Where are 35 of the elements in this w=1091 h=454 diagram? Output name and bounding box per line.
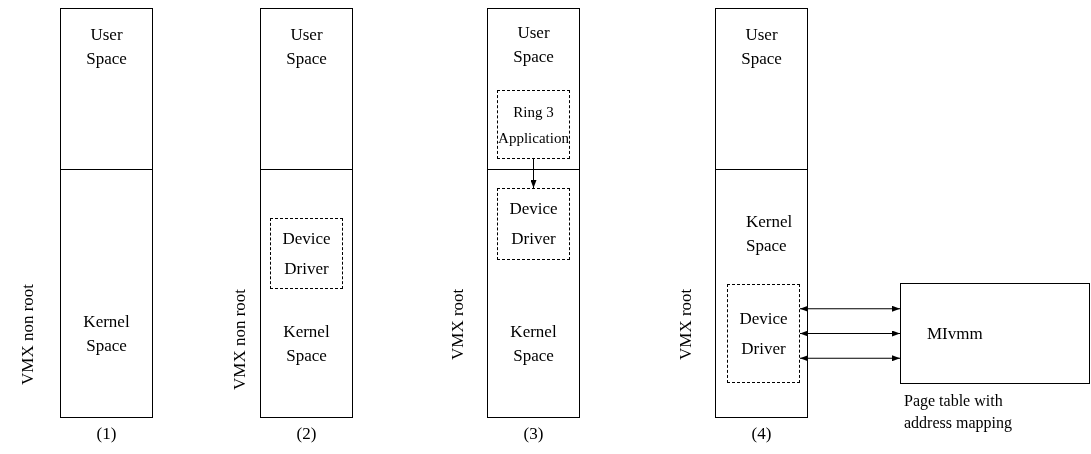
module-label: MIvmm (927, 322, 983, 345)
region-label: Kernel Space (746, 211, 794, 257)
column-number: (4) (750, 424, 773, 444)
component-label: Device Driver (281, 227, 332, 280)
component-label: Device Driver (508, 198, 559, 250)
column-label: VMX root (676, 288, 696, 360)
component-box (497, 90, 570, 159)
component-box (497, 188, 570, 260)
address-space-column (260, 8, 353, 418)
region-label: Kernel Space (509, 321, 558, 367)
region-label: User Space (85, 24, 128, 70)
component-box (727, 284, 800, 383)
column-label: VMX non root (18, 283, 38, 385)
arrow (530, 158, 537, 189)
double-arrow (799, 355, 901, 362)
column-number: (1) (95, 424, 118, 444)
region-label: User Space (740, 24, 783, 70)
column-label: VMX non root (230, 288, 250, 390)
component-label: Device Driver (738, 307, 789, 360)
address-space-column (60, 8, 153, 418)
double-arrow (799, 305, 901, 312)
component-box (270, 218, 343, 289)
component-label: Ring 3 Application (498, 102, 569, 148)
region-label: Kernel Space (82, 311, 131, 357)
module-box (900, 283, 1090, 384)
column-label: VMX root (448, 288, 468, 360)
region-label: Kernel Space (282, 321, 331, 367)
double-arrow (799, 330, 901, 337)
caption-text: Page table with address mapping (904, 391, 1013, 434)
address-space-column (715, 8, 808, 418)
column-number: (2) (295, 424, 318, 444)
column-number: (3) (522, 424, 545, 444)
address-space-column (487, 8, 580, 418)
region-label: User Space (285, 24, 328, 70)
region-label: User Space (512, 22, 555, 68)
